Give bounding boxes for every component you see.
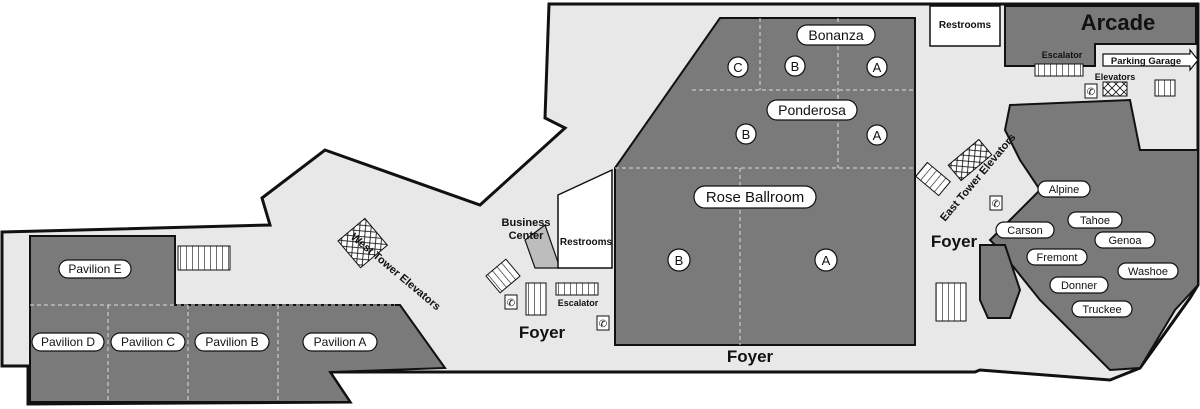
truckee-label: Truckee: [1082, 304, 1121, 316]
phone-icon: [989, 195, 1003, 211]
ponderosa-section-b-label: B: [742, 127, 751, 142]
bonanza-section-c[interactable]: [727, 56, 749, 78]
escalator-icon: [1034, 63, 1084, 77]
washoe-label-bg: [1117, 262, 1179, 280]
bonanza-section-a[interactable]: [866, 56, 888, 78]
pavilion-block[interactable]: [29, 235, 447, 403]
carson-label: Carson: [1007, 225, 1042, 237]
escalator-icon: [915, 161, 951, 197]
rose-ballroom-label: Rose Ballroom: [706, 189, 804, 206]
elevator-icon: [337, 217, 389, 269]
rose-section-a[interactable]: [814, 248, 838, 272]
east-meeting-inner: [979, 244, 1022, 319]
phone-icon: [1084, 83, 1098, 99]
pavilion-c-label: Pavilion C: [121, 335, 175, 349]
elevator-icon: [947, 138, 993, 182]
bonanza-section-b[interactable]: [784, 55, 806, 77]
pavilion-c-label-bg: [110, 332, 186, 352]
phone-glyph: ✆: [992, 199, 1000, 210]
elevator-icon: [525, 282, 547, 316]
business-center-label-line2: Center: [509, 230, 545, 242]
elevator-icon: [1102, 81, 1128, 97]
alpine-label: Alpine: [1049, 184, 1080, 196]
bonanza-section-b-label: B: [791, 59, 800, 74]
pavilion-d-label: Pavilion D: [41, 335, 95, 349]
restrooms-top-label: Restrooms: [939, 20, 992, 31]
rose-section-a-label: A: [822, 253, 831, 268]
escalator-top-label: Escalator: [1042, 50, 1083, 60]
washoe-label: Washoe: [1128, 266, 1168, 278]
fremont-label-bg: [1026, 248, 1088, 266]
fremont-label: Fremont: [1037, 252, 1078, 264]
phone-icon: [596, 315, 610, 331]
phone-glyph: ✆: [599, 319, 607, 330]
tahoe-label: Tahoe: [1080, 215, 1110, 227]
foyer-east-label: Foyer: [931, 232, 978, 251]
foyer-bottom-label: Foyer: [727, 347, 774, 366]
donner-label-bg: [1049, 276, 1109, 294]
parking-garage-label: Parking Garage: [1111, 56, 1181, 67]
pavilion-b-label-bg: [194, 332, 270, 352]
east-meeting-block[interactable]: [988, 98, 1199, 372]
business-center-label-line1: Business: [502, 217, 551, 229]
truckee-label-bg: [1071, 300, 1133, 318]
stairs-icon: [485, 258, 521, 294]
restrooms-top-room[interactable]: [929, 5, 1001, 47]
bonanza-label: Bonanza: [808, 27, 863, 43]
ponderosa-section-b[interactable]: [735, 123, 757, 145]
rose-section-b-label: B: [675, 253, 684, 268]
bonanza-label-bg: [796, 24, 876, 46]
pavilion-b-label: Pavilion B: [205, 335, 258, 349]
stairs-icon: [177, 245, 231, 271]
restrooms-mid-room[interactable]: [557, 168, 613, 269]
bonanza-section-c-label: C: [733, 60, 742, 75]
bonanza-section-a-label: A: [873, 60, 882, 75]
ponderosa-label: Ponderosa: [778, 102, 846, 118]
arcade-label: Arcade: [1081, 10, 1156, 35]
rose-section-b[interactable]: [667, 248, 691, 272]
pavilion-a-label-bg: [302, 332, 378, 352]
alpine-label-bg: [1037, 180, 1091, 198]
donner-label: Donner: [1061, 280, 1097, 292]
elevator-icon: [935, 282, 967, 322]
escalator-mid-label: Escalator: [558, 298, 599, 308]
stairs-icon: [1154, 79, 1176, 97]
arrow-right-icon[interactable]: [1102, 48, 1199, 72]
phone-glyph: ✆: [507, 298, 515, 309]
pavilion-e-label-bg: [58, 259, 132, 279]
tahoe-label-bg: [1067, 211, 1123, 229]
phone-icon: [504, 294, 518, 310]
genoa-label: Genoa: [1108, 235, 1142, 247]
ponderosa-section-a[interactable]: [866, 124, 888, 146]
elevators-label: Elevators: [1095, 72, 1136, 82]
escalator-icon: [555, 282, 599, 296]
genoa-label-bg: [1094, 231, 1156, 249]
ponderosa-label-bg: [766, 99, 858, 121]
restrooms-mid-label: Restrooms: [560, 237, 613, 248]
pavilion-d-label-bg: [31, 332, 105, 352]
foyer-mid-label: Foyer: [519, 323, 566, 342]
carson-label-bg: [995, 221, 1055, 239]
rose-ballroom-label-bg: [693, 185, 817, 209]
pavilion-a-label: Pavilion A: [314, 335, 367, 349]
arcade-room[interactable]: [1004, 5, 1197, 67]
pavilion-e-label: Pavilion E: [68, 262, 121, 276]
phone-glyph: ✆: [1087, 87, 1095, 98]
ponderosa-section-a-label: A: [873, 128, 882, 143]
